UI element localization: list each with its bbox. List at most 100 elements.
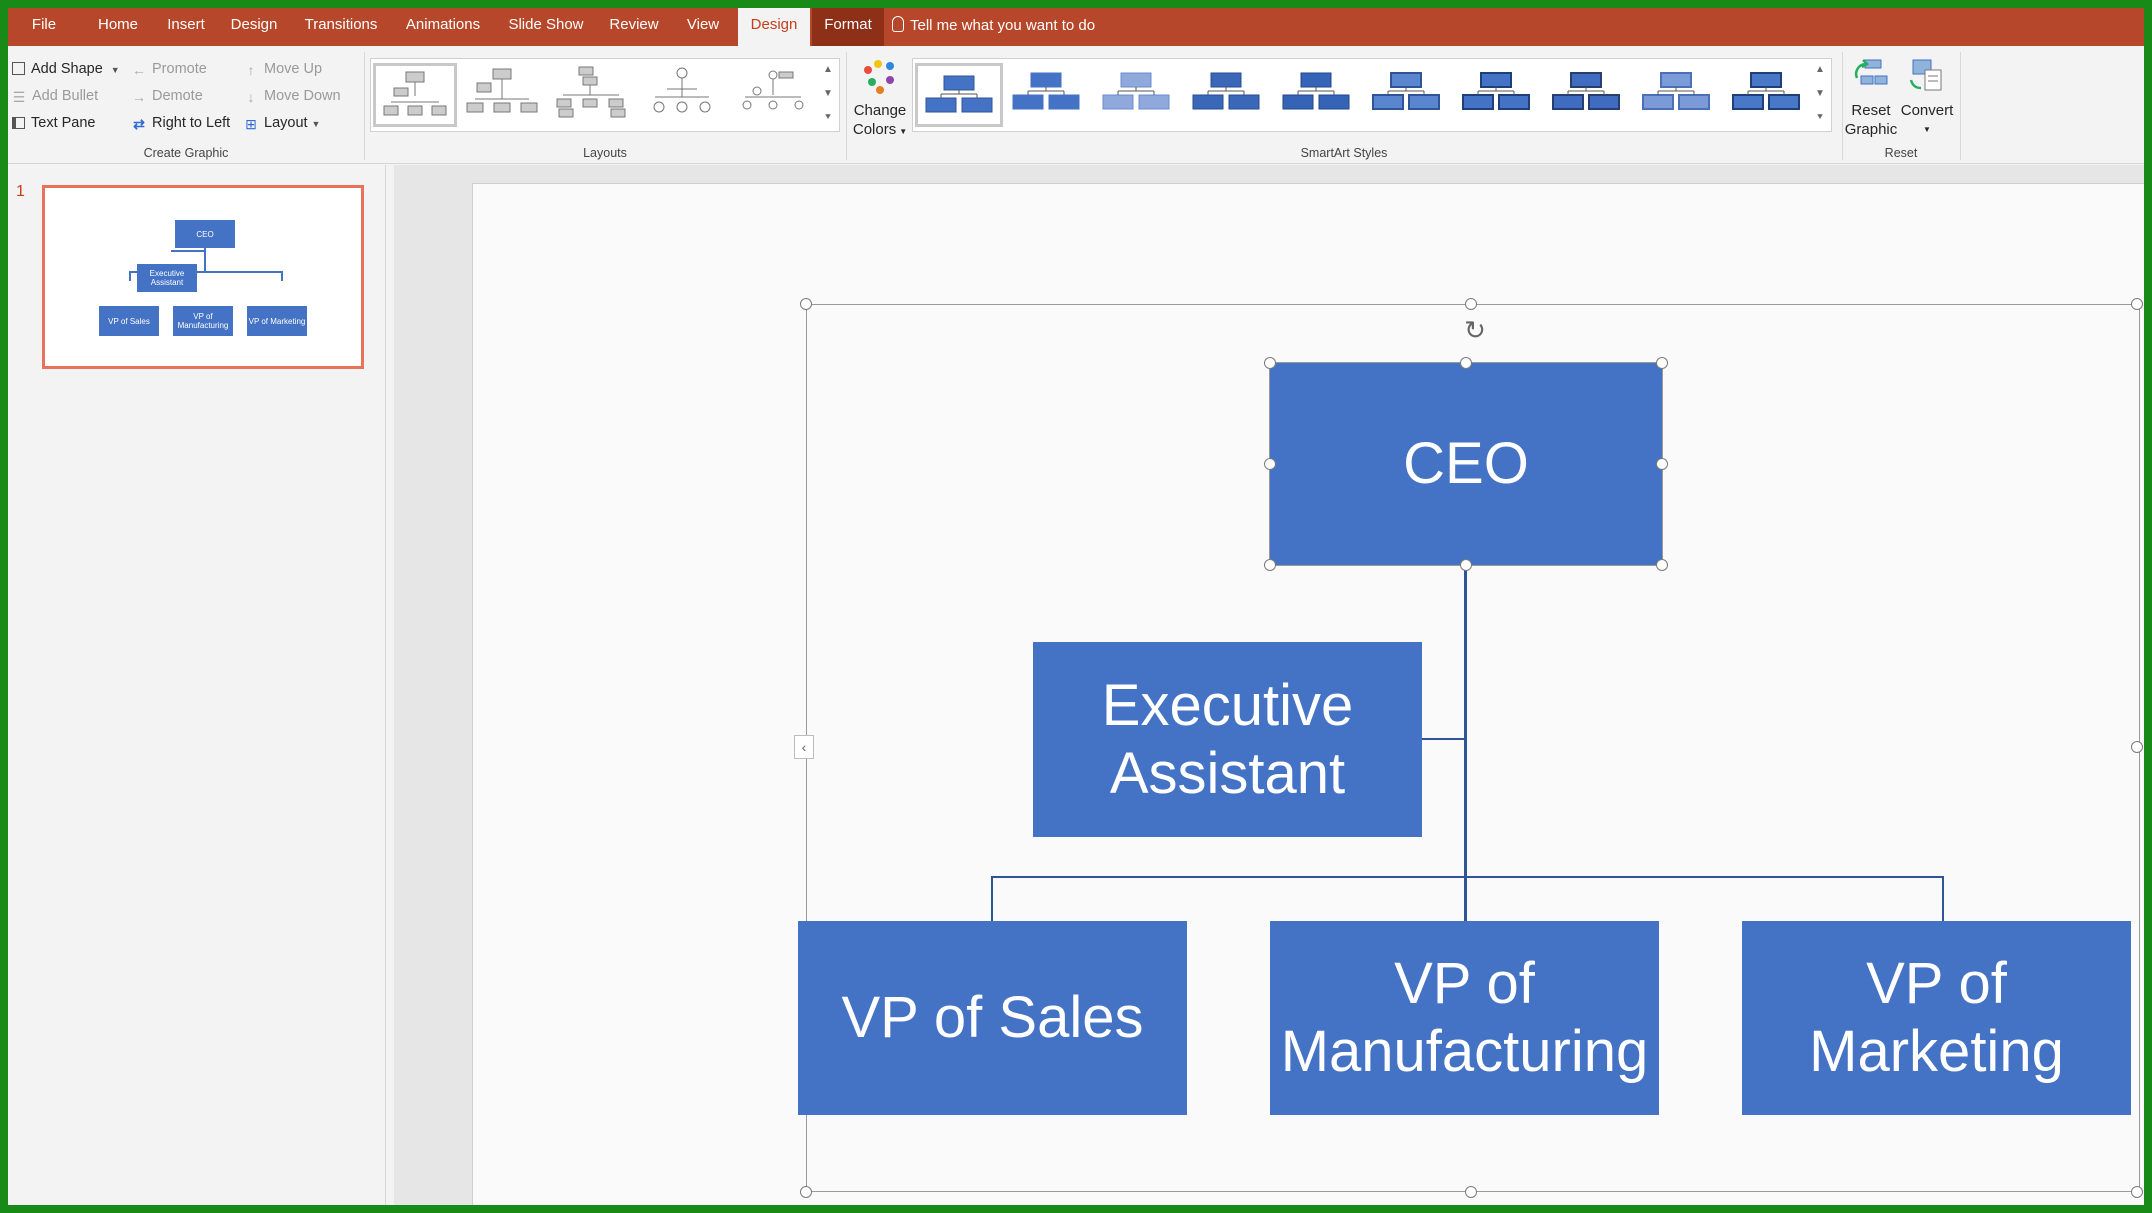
vp-manufacturing-box[interactable]: VP of Manufacturing: [1270, 921, 1659, 1115]
tab-insert[interactable]: Insert: [167, 16, 205, 33]
smartart-style-preview-icon: [1462, 72, 1530, 110]
change-colors-label-2-text: Colors: [852, 121, 897, 138]
smartart-style-7[interactable]: [1455, 63, 1543, 127]
smartart-style-8[interactable]: [1545, 63, 1633, 127]
name-title-org-layout-icon: [466, 68, 538, 113]
styles-scroll-down-icon[interactable]: ▼: [1815, 88, 1825, 99]
resize-handle[interactable]: [1465, 298, 1477, 310]
smartart-style-preview-icon: [1192, 72, 1260, 110]
convert-button[interactable]: Convert ▼: [1898, 56, 1956, 139]
smartart-style-preview-icon: [925, 75, 993, 113]
add-bullet-icon: ☰: [12, 89, 26, 105]
text-pane-toggle-chevron-icon[interactable]: ‹: [794, 735, 814, 759]
right-to-left-button[interactable]: ⇄Right to Left: [132, 112, 230, 134]
gallery-more-icon[interactable]: ⯆: [824, 112, 832, 123]
reset-graphic-button[interactable]: Reset Graphic: [1844, 56, 1898, 139]
tab-format[interactable]: Format: [812, 8, 884, 46]
layout-org-chart[interactable]: [373, 63, 457, 127]
text-pane-button[interactable]: Text Pane: [12, 112, 96, 134]
tab-view[interactable]: View: [686, 16, 720, 33]
layout-button[interactable]: ⊞Layout▼: [244, 112, 320, 134]
vp-marketing-box[interactable]: VP of Marketing: [1742, 921, 2131, 1115]
group-separator: [1842, 52, 1843, 160]
layout-circle-picture-hierarchy[interactable]: [643, 63, 727, 127]
change-colors-label-2: Colors▼: [850, 120, 910, 141]
demote-button[interactable]: →Demote: [132, 85, 203, 107]
powerpoint-window: File Home Insert Design Transitions Animation…: [8, 8, 2144, 1205]
dropdown-arrow-icon: ▼: [110, 65, 120, 75]
group-separator: [1960, 52, 1961, 160]
shape-resize-handle[interactable]: [1656, 458, 1668, 470]
resize-handle[interactable]: [800, 298, 812, 310]
shape-resize-handle[interactable]: [1264, 357, 1276, 369]
styles-scroll-up-icon[interactable]: ▲: [1815, 64, 1825, 75]
smartart-style-preview-icon: [1282, 72, 1350, 110]
reset-graphic-label-1: Reset: [1851, 102, 1891, 119]
shape-resize-handle[interactable]: [1264, 559, 1276, 571]
shape-resize-handle[interactable]: [1460, 559, 1472, 571]
smartart-style-preview-icon: [1372, 72, 1440, 110]
smartart-style-3[interactable]: [1095, 63, 1183, 127]
right-to-left-label: Right to Left: [152, 115, 231, 131]
resize-handle[interactable]: [2131, 1186, 2143, 1198]
layout-hierarchy-circles[interactable]: [733, 63, 817, 127]
tab-animations[interactable]: Animations: [405, 16, 481, 33]
tab-home[interactable]: Home: [97, 16, 138, 33]
styles-more-icon[interactable]: ⯆: [1816, 112, 1824, 123]
smartart-style-10[interactable]: [1725, 63, 1813, 127]
add-shape-button[interactable]: Add Shape ▼: [12, 58, 120, 80]
layouts-gallery: ▲ ▼ ⯆: [370, 58, 840, 132]
thumb-connector: [281, 271, 283, 281]
resize-handle[interactable]: [2131, 741, 2143, 753]
arrow-left-icon: ←: [132, 62, 146, 78]
gallery-scroll-up-icon[interactable]: ▲: [823, 64, 833, 75]
rotate-handle-icon[interactable]: ↻: [1464, 315, 1486, 345]
tab-design[interactable]: Design: [230, 16, 278, 33]
slide-thumbnail-1[interactable]: CEO Executive Assistant VP of Sales VP o…: [42, 185, 364, 369]
dropdown-arrow-icon: ▼: [1923, 125, 1931, 134]
smartart-style-4[interactable]: [1185, 63, 1273, 127]
slide-number: 1: [16, 183, 25, 200]
vp-sales-box[interactable]: VP of Sales: [798, 921, 1187, 1115]
resize-handle[interactable]: [2131, 298, 2143, 310]
tab-file[interactable]: File: [31, 16, 57, 33]
change-colors-button[interactable]: Change Colors▼: [850, 56, 910, 141]
dropdown-arrow-icon: ▼: [899, 127, 908, 136]
shape-resize-handle[interactable]: [1264, 458, 1276, 470]
ribbon: Add Shape ▼ ☰Add Bullet Text Pane ←Promot…: [8, 46, 2144, 164]
shape-resize-handle[interactable]: [1460, 357, 1472, 369]
connector-ceo-vertical: [1464, 566, 1467, 926]
executive-assistant-box[interactable]: Executive Assistant: [1033, 642, 1422, 837]
add-shape-label: Add Shape: [31, 61, 103, 77]
resize-handle[interactable]: [1465, 1186, 1477, 1198]
tab-design-smartart[interactable]: Design: [738, 8, 810, 46]
layouts-group-label: Layouts: [583, 146, 627, 160]
thumb-vp-marketing-box: VP of Marketing: [247, 306, 307, 336]
tab-slide-show[interactable]: Slide Show: [508, 16, 584, 33]
thumb-connector: [171, 250, 205, 252]
move-down-button[interactable]: ↓Move Down: [244, 85, 341, 107]
connector-horizontal: [991, 876, 1944, 878]
hierarchy-layout-icon: [556, 66, 626, 118]
ceo-box[interactable]: CEO: [1269, 362, 1663, 566]
smartart-style-2[interactable]: [1005, 63, 1093, 127]
thumb-connector: [129, 271, 283, 273]
tab-review[interactable]: Review: [609, 16, 659, 33]
resize-handle[interactable]: [800, 1186, 812, 1198]
gallery-scroll-down-icon[interactable]: ▼: [823, 88, 833, 99]
move-up-button[interactable]: ↑Move Up: [244, 58, 323, 80]
layout-name-title-org[interactable]: [463, 63, 547, 127]
smartart-style-1[interactable]: [915, 63, 1003, 127]
reset-graphic-icon: [1854, 59, 1888, 85]
shape-resize-handle[interactable]: [1656, 357, 1668, 369]
add-bullet-button[interactable]: ☰Add Bullet: [12, 85, 98, 107]
tab-transitions[interactable]: Transitions: [304, 16, 378, 33]
smartart-style-9[interactable]: [1635, 63, 1723, 127]
text-pane-icon: [12, 117, 25, 129]
layout-half-circle-org[interactable]: [553, 63, 637, 127]
shape-resize-handle[interactable]: [1656, 559, 1668, 571]
smartart-style-5[interactable]: [1275, 63, 1363, 127]
tell-me-search[interactable]: Tell me what you want to do: [892, 8, 1095, 46]
promote-button[interactable]: ←Promote: [132, 58, 207, 80]
smartart-style-6[interactable]: [1365, 63, 1453, 127]
